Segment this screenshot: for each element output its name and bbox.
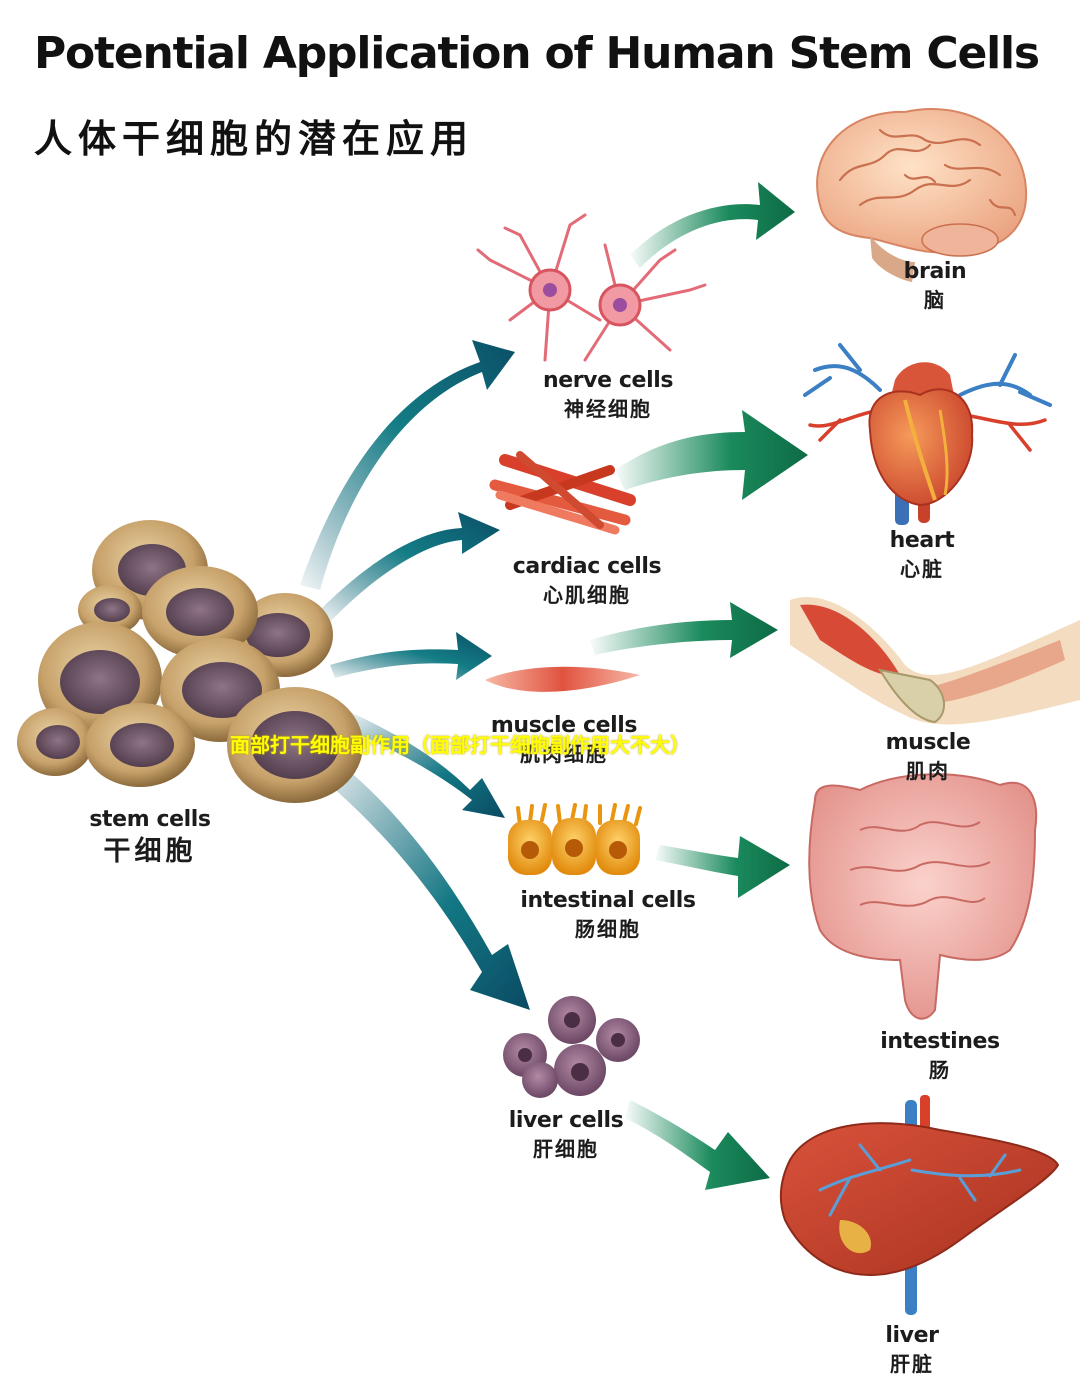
intestines-image (808, 773, 1038, 1020)
arrow-to-muscle-cells (330, 632, 492, 680)
cell-label-intestinal: intestinal cells 肠细胞 (498, 887, 718, 943)
stem-cells-label-en: stem cells (89, 807, 211, 832)
muscle-cells-image (485, 666, 640, 692)
arrow-to-muscle (590, 602, 778, 658)
organ-label-muscle-zh: 肌肉 (906, 759, 950, 783)
organ-label-brain-en: brain (903, 259, 967, 284)
cell-label-muscle: muscle cells 肌肉细胞 (464, 712, 664, 768)
organ-label-heart: heart 心脏 (862, 527, 982, 583)
organ-label-liver-en: liver (885, 1323, 939, 1348)
cell-label-muscle-en: muscle cells (490, 713, 638, 738)
arrow-to-intestinal-cells (345, 712, 505, 818)
organ-label-heart-zh: 心脏 (900, 557, 944, 581)
cell-label-nerve-en: nerve cells (542, 368, 674, 393)
cell-label-cardiac: cardiac cells 心肌细胞 (487, 553, 687, 609)
brain-image (816, 108, 1028, 282)
overlay-caption: 面部打干细胞副作用（面部打干细胞副作用大不大） (230, 733, 690, 757)
liver-image (779, 1095, 1060, 1315)
stem-cells-label-zh: 干细胞 (103, 836, 197, 867)
arrow-to-heart (615, 410, 808, 500)
muscle-arm-image (790, 597, 1080, 725)
arrow-to-brain (630, 182, 795, 268)
organ-label-muscle-en: muscle (885, 730, 971, 755)
organ-label-intestines-zh: 肠 (929, 1058, 951, 1082)
arrow-to-liver (625, 1100, 770, 1190)
arrow-to-nerve-cells (300, 340, 515, 590)
organ-label-brain: brain 脑 (875, 258, 995, 314)
organ-label-liver: liver 肝脏 (852, 1322, 972, 1378)
stem-cells-label: stem cells 干细胞 (70, 806, 230, 870)
cell-label-liver-zh: 肝细胞 (533, 1137, 599, 1161)
arrow-to-liver-cells (318, 755, 530, 1010)
organ-label-intestines-en: intestines (880, 1029, 1000, 1054)
organ-label-brain-zh: 脑 (924, 288, 946, 312)
organ-label-intestines: intestines 肠 (870, 1028, 1010, 1084)
cell-label-liver-en: liver cells (508, 1108, 624, 1133)
cardiac-cells-image (489, 451, 636, 535)
organ-label-heart-en: heart (889, 528, 955, 553)
intestinal-cells-image (508, 803, 642, 875)
title-chinese: 人体干细胞的潜在应用 (34, 117, 475, 161)
arrow-to-cardiac-cells (320, 512, 500, 622)
liver-cells-image (503, 996, 640, 1098)
title-english: Potential Application of Human Stem Cell… (34, 28, 1040, 79)
cell-label-nerve: nerve cells 神经细胞 (508, 367, 708, 423)
cell-label-liver: liver cells 肝细胞 (466, 1107, 666, 1163)
cell-label-muscle-zh: 肌肉细胞 (520, 742, 608, 766)
nerve-cells-image (476, 213, 707, 362)
cell-label-cardiac-zh: 心肌细胞 (543, 583, 631, 607)
cell-label-cardiac-en: cardiac cells (512, 554, 662, 579)
stem-cells-cluster-image (17, 520, 363, 803)
cell-label-intestinal-zh: 肠细胞 (575, 917, 641, 941)
organ-label-muscle: muscle 肌肉 (868, 729, 988, 785)
cell-label-nerve-zh: 神经细胞 (564, 397, 652, 421)
organ-label-liver-zh: 肝脏 (890, 1352, 934, 1376)
arrow-to-intestines (655, 836, 790, 898)
heart-image (803, 343, 1052, 525)
cell-label-intestinal-en: intestinal cells (520, 888, 696, 913)
